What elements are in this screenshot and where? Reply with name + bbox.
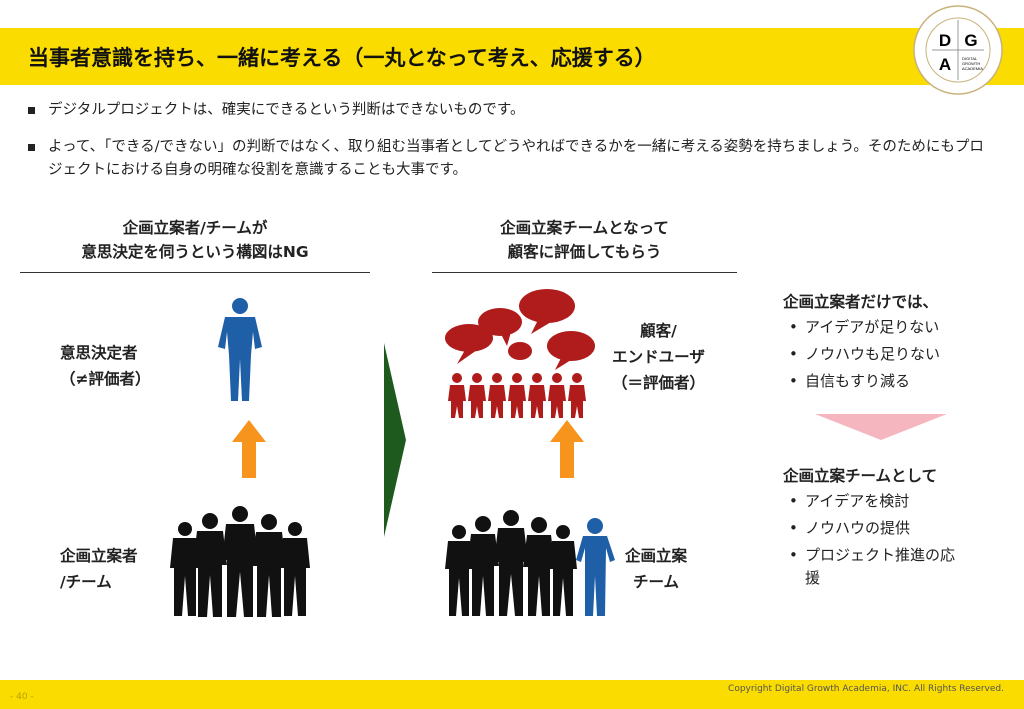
page-number: - 40 - (10, 692, 34, 702)
middle-divider (432, 272, 737, 273)
list-item: アイデアが足りない (783, 314, 1013, 341)
svg-text:G: G (964, 31, 977, 50)
list-item: プロジェクト推進の応援 (783, 542, 958, 590)
left-heading: 企画立案者/チームが意思決定を伺うという構図はNG (81, 219, 309, 261)
planning-team-section: 企画立案チームとして アイデアを検討 ノウハウの提供 プロジェクト推進の応援 (783, 464, 983, 590)
svg-text:GROWTH: GROWTH (962, 61, 980, 66)
list-item: 自信もすり減る (783, 368, 1013, 395)
list-item: ノウハウも足りない (783, 341, 1013, 368)
bullet-1: デジタルプロジェクトは、確実にできるという判断はできないものです。 (28, 99, 998, 122)
planning-team-title: 企画立案チームとして (783, 467, 938, 485)
decision-maker-label: 意思決定者（≠評価者） (60, 344, 151, 388)
middle-heading: 企画立案チームとなって顧客に評価してもらう (500, 219, 669, 261)
slide-title: 当事者意識を持ち、一緒に考える（一丸となって考え、応援する） (28, 46, 656, 70)
down-arrow-icon (815, 414, 947, 440)
title-bar (0, 28, 1024, 85)
dga-logo: D G A DIGITAL GROWTH ACADEMIA (913, 5, 1003, 95)
left-divider (20, 272, 370, 273)
up-arrow-icon (232, 420, 266, 478)
svg-text:A: A (939, 55, 951, 74)
list-item: アイデアを検討 (783, 488, 983, 515)
customers-feedback-icon (445, 289, 595, 418)
copyright: Copyright Digital Growth Academia, INC. … (728, 684, 1004, 694)
customer-label: 顧客/エンドユーザ（＝評価者） (612, 322, 706, 392)
list-item: ノウハウの提供 (783, 515, 983, 542)
svg-text:ACADEMIA: ACADEMIA (962, 66, 983, 71)
planning-team-group-icon (445, 510, 615, 616)
svg-text:DIGITAL: DIGITAL (962, 56, 978, 61)
up-arrow-icon (550, 420, 584, 478)
planner-label: 企画立案者/チーム (60, 547, 138, 591)
planning-team-label: 企画立案チーム (625, 547, 688, 591)
planner-alone-title: 企画立案者だけでは、 (783, 293, 939, 311)
footer-bar (0, 680, 1024, 709)
planner-alone-section: 企画立案者だけでは、 アイデアが足りない ノウハウも足りない 自信もすり減る (783, 290, 1013, 395)
planner-group-icon (170, 506, 310, 617)
green-arrow-icon (384, 343, 406, 537)
decision-maker-person-icon (218, 298, 262, 401)
bullet-2: よって、「できる/できない」の判断ではなく、取り組む当事者としてどうやればできる… (28, 136, 998, 182)
svg-text:D: D (939, 31, 951, 50)
